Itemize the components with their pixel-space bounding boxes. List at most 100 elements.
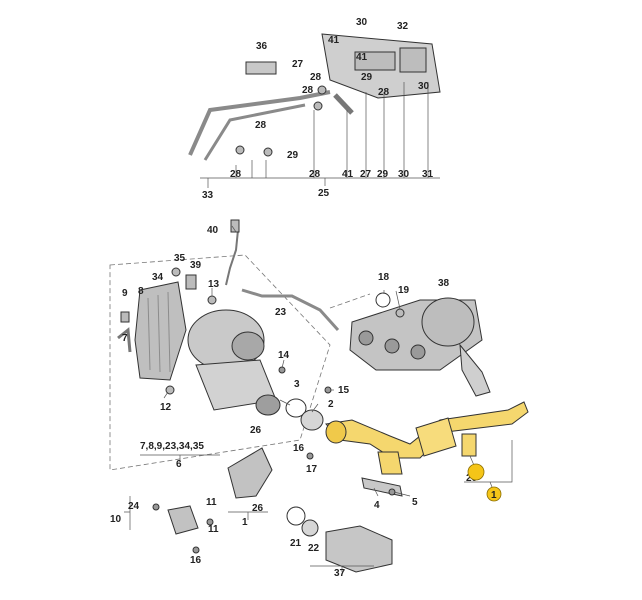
clamp-20 <box>461 433 477 457</box>
bottom-parts <box>124 366 393 573</box>
callout-label: 3 <box>294 379 300 390</box>
callout-label: 30 <box>398 169 410 180</box>
bolt-8 <box>120 311 130 323</box>
leader <box>235 82 429 178</box>
manifold-port <box>384 338 400 354</box>
gasket-21 <box>286 506 306 526</box>
heat-shield-fins <box>147 291 171 373</box>
manifold-group <box>329 292 491 397</box>
callout-label: 12 <box>160 402 172 413</box>
callout-label: 29 <box>377 169 389 180</box>
callout-label: 16 <box>293 443 305 454</box>
leader <box>395 290 401 310</box>
callout-badge-label: 1 <box>491 490 497 501</box>
bracket-26-lower <box>228 511 268 520</box>
callout-label: 16 <box>190 555 202 566</box>
callout-label: 19 <box>398 285 410 296</box>
callout-label: 4 <box>374 500 380 511</box>
callout-label: 29 <box>287 150 299 161</box>
turbocharger-38 <box>421 297 475 347</box>
vacuum-hose-2 <box>203 103 306 161</box>
bolt-11 <box>206 518 214 526</box>
hose-ribbed <box>333 93 354 115</box>
callout-label: 31 <box>422 169 434 180</box>
callout-label: 1 <box>242 517 248 528</box>
callout-label: 7 <box>122 333 128 344</box>
valve-block <box>354 51 396 71</box>
callout-label: 6 <box>176 459 182 470</box>
callout-label: 41 <box>342 169 354 180</box>
leader <box>281 359 285 369</box>
callouts: 30 32 41 36 27 41 28 29 30 28 28 28 29 2… <box>110 17 478 579</box>
converter-outlet <box>255 394 281 416</box>
callout-label: 41 <box>328 35 340 46</box>
front-pipe-inlet <box>325 420 347 444</box>
callout-label: 11 <box>208 524 219 535</box>
leader <box>231 225 237 233</box>
bracket-4 <box>361 477 403 497</box>
callout-label: 41 <box>356 52 368 63</box>
callout-label: 37 <box>334 568 346 579</box>
callout-label: 36 <box>256 41 268 52</box>
callout-label: 28 <box>302 85 314 96</box>
top-assembly <box>188 33 441 188</box>
bolt-17 <box>306 452 314 460</box>
callout-label: 22 <box>308 543 320 554</box>
callout-label: 33 <box>202 190 214 201</box>
callout-label: 30 <box>418 81 430 92</box>
callout-label: 11 <box>206 497 217 508</box>
callout-label: 35 <box>174 253 186 264</box>
bracket-10 <box>124 496 131 530</box>
clip-36 <box>245 61 277 75</box>
callout-label: 26 <box>250 425 262 436</box>
callout-label: 9 <box>122 288 128 299</box>
callout-label: 24 <box>128 501 140 512</box>
pipe-23 <box>241 288 340 332</box>
egr-cooler-37 <box>325 525 393 573</box>
callout-label: 28 <box>378 87 390 98</box>
hose-clamp <box>313 101 323 111</box>
mount-10 <box>167 505 199 535</box>
hose-clamp <box>235 145 245 155</box>
callout-label: 27 <box>292 59 304 70</box>
bracket-6 <box>140 454 220 462</box>
callout-label: 32 <box>397 21 409 32</box>
callout-label: 7,8,9,23,34,35 <box>140 441 204 452</box>
oxygen-sensor-cable <box>225 229 239 286</box>
leader <box>279 399 291 406</box>
callout-label: 18 <box>378 272 390 283</box>
leader <box>373 487 379 497</box>
callout-label: 40 <box>207 225 219 236</box>
callout-label: 15 <box>338 385 350 396</box>
callout-label: 28 <box>309 169 321 180</box>
callout-label: 38 <box>438 278 450 289</box>
gasket-3 <box>285 398 307 418</box>
dashed-outline <box>109 254 331 471</box>
callout-badge-1: 1 <box>486 486 502 502</box>
callout-label: 34 <box>152 272 164 283</box>
front-pipe-main <box>325 401 529 459</box>
front-pipe-cat <box>415 417 457 457</box>
callout-label: 28 <box>230 169 242 180</box>
callout-label: 21 <box>290 538 302 549</box>
oxygen-sensor <box>230 219 240 233</box>
gasket-22 <box>301 519 319 537</box>
callout-label: 14 <box>278 350 290 361</box>
callout-label: 2 <box>328 399 334 410</box>
callout-label: 29 <box>361 72 373 83</box>
callout-label: 28 <box>310 72 322 83</box>
callout-label: 10 <box>110 514 122 525</box>
callout-label: 23 <box>275 307 287 318</box>
vacuum-hose <box>188 90 331 156</box>
callout-label: 27 <box>360 169 372 180</box>
valve-block-right <box>399 47 427 73</box>
manifold-port <box>410 344 426 360</box>
gasket-2 <box>300 409 324 431</box>
front-exhaust-pipe <box>325 401 529 497</box>
callout-label: 25 <box>318 188 330 199</box>
dashed-link <box>329 293 371 309</box>
bracket-37 <box>310 565 374 572</box>
hose-clamp <box>263 147 273 157</box>
leader <box>163 391 169 399</box>
